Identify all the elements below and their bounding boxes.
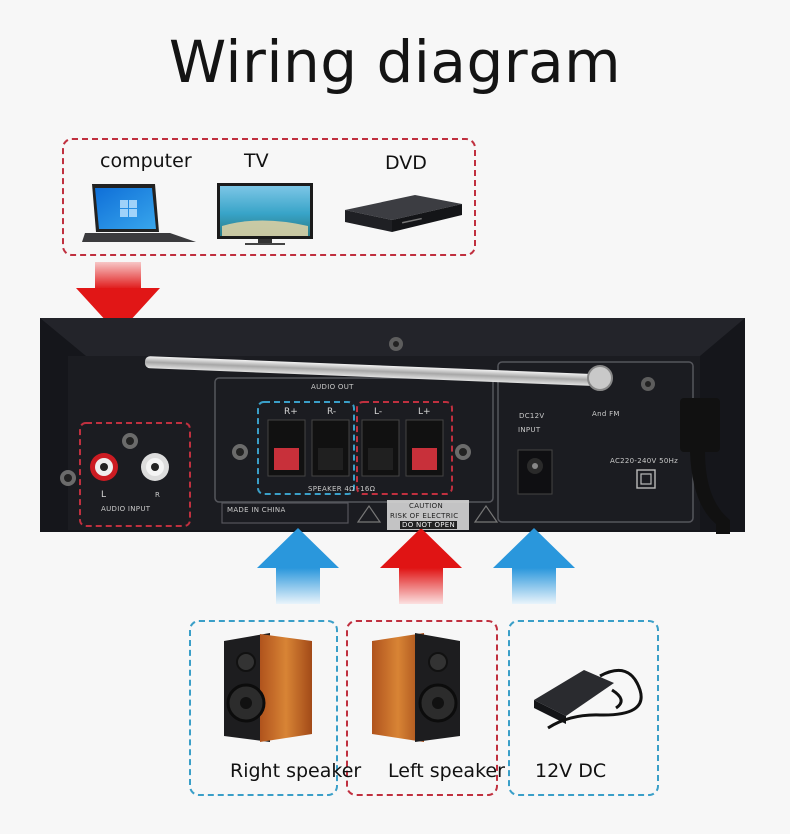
audio-input-left-label: L xyxy=(101,490,107,500)
audio-input-highlight xyxy=(79,422,191,527)
terminal-l-minus-label: L- xyxy=(374,407,383,417)
fm-label: And FM xyxy=(592,410,620,418)
terminal-r-minus-label: R- xyxy=(327,407,337,417)
caution-label: CAUTION xyxy=(409,502,443,510)
audio-out-label: AUDIO OUT xyxy=(311,383,354,391)
terminal-r-plus-label: R+ xyxy=(284,407,298,417)
right-speaker-arrow-up-icon xyxy=(257,528,339,604)
source-label-tv: TV xyxy=(244,150,269,172)
audio-input-label: AUDIO INPUT xyxy=(101,505,151,513)
output-label-right-speaker: Right speaker xyxy=(230,760,362,782)
caution-label-3: DO NOT OPEN xyxy=(400,521,458,529)
left-speaker-arrow-up-icon xyxy=(380,528,462,604)
audio-input-right-label: R xyxy=(155,491,161,499)
left-speaker-terminal-highlight xyxy=(356,401,453,495)
power-adapter-icon xyxy=(534,668,643,730)
diagram-title: Wiring diagram xyxy=(168,28,622,96)
power-adapter-box xyxy=(508,620,659,796)
dc-input-label: DC12V xyxy=(519,412,545,420)
source-label-computer: computer xyxy=(100,150,192,172)
source-devices-box xyxy=(62,138,476,256)
output-label-12v-dc: 12V DC xyxy=(535,760,607,782)
dvd-player-icon xyxy=(345,195,462,232)
dc-power-arrow-up-icon xyxy=(493,528,575,604)
speaker-spec-label: SPEAKER 4Ω -16Ω xyxy=(308,485,376,493)
right-speaker-terminal-highlight xyxy=(257,401,355,495)
caution-label-2: RISK OF ELECTRIC xyxy=(390,512,459,520)
made-in-label: MADE IN CHINA xyxy=(227,506,286,514)
source-label-dvd: DVD xyxy=(385,152,427,174)
dc-input-label-2: INPUT xyxy=(518,426,541,434)
terminal-l-plus-label: L+ xyxy=(418,407,431,417)
input-arrow-down-icon xyxy=(76,262,160,334)
tv-icon xyxy=(217,183,313,245)
left-speaker-box xyxy=(346,620,498,796)
laptop-icon xyxy=(82,184,196,242)
right-speaker-box xyxy=(189,620,338,796)
left-speaker-icon xyxy=(372,633,460,742)
amplifier-rear-panel xyxy=(40,318,745,534)
output-label-left-speaker: Left speaker xyxy=(388,760,505,782)
ac-label: AC220-240V 50Hz xyxy=(610,457,679,465)
right-speaker-icon xyxy=(224,633,312,742)
